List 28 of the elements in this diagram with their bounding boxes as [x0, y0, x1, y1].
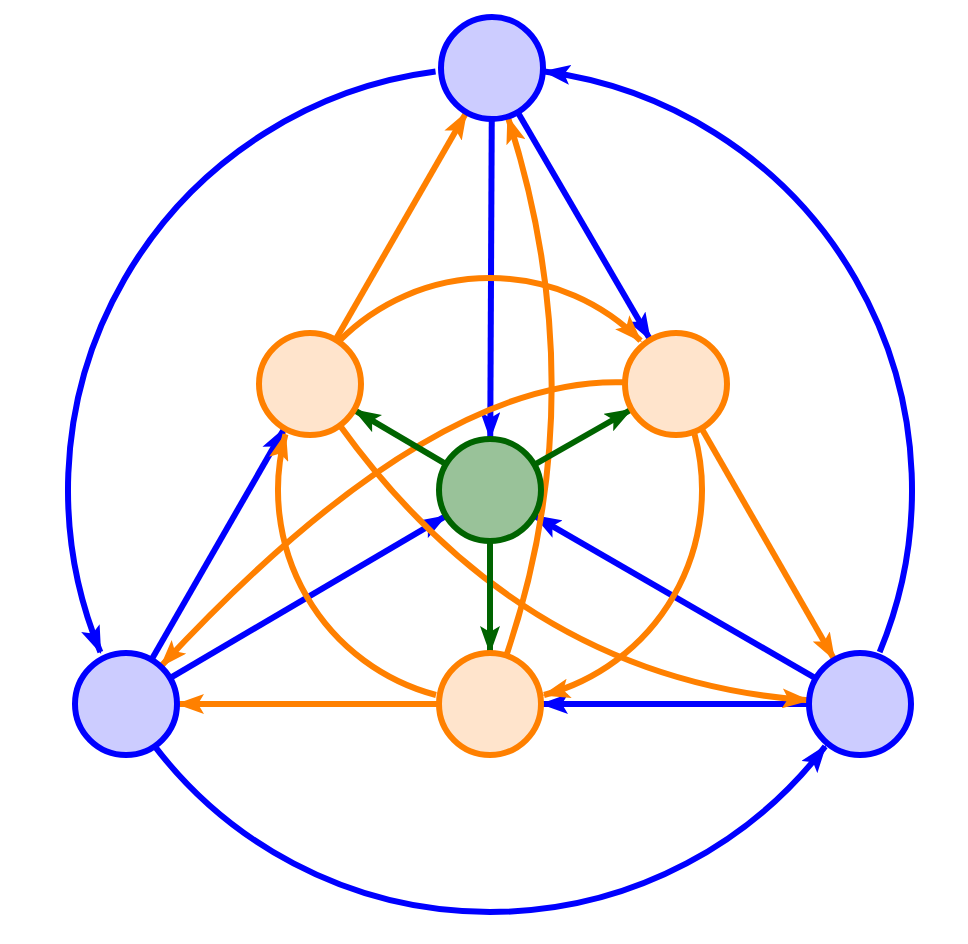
arrow [515, 111, 653, 341]
arrow [176, 694, 438, 714]
arrow [480, 120, 501, 440]
arrow [338, 424, 811, 708]
arrow [159, 379, 625, 668]
graph-node [256, 330, 364, 438]
arrow [169, 513, 447, 681]
graph-node [438, 14, 546, 122]
arrow [270, 432, 437, 698]
arrow [337, 275, 643, 343]
arrow [480, 542, 500, 654]
graph-node [806, 650, 914, 758]
arrow [353, 407, 447, 467]
arrow [533, 513, 817, 681]
arrow [542, 433, 705, 698]
arrow [699, 427, 837, 661]
arrow [540, 694, 808, 714]
graph-node [436, 650, 544, 758]
graph-node [622, 330, 730, 438]
arrow [65, 68, 437, 654]
arrow [152, 744, 828, 915]
arrow [542, 66, 915, 654]
arrow [533, 407, 633, 467]
arrow [503, 115, 555, 656]
arrow [149, 427, 287, 661]
graph-node [72, 650, 180, 758]
arrow [333, 111, 469, 341]
graph-node [436, 436, 544, 544]
